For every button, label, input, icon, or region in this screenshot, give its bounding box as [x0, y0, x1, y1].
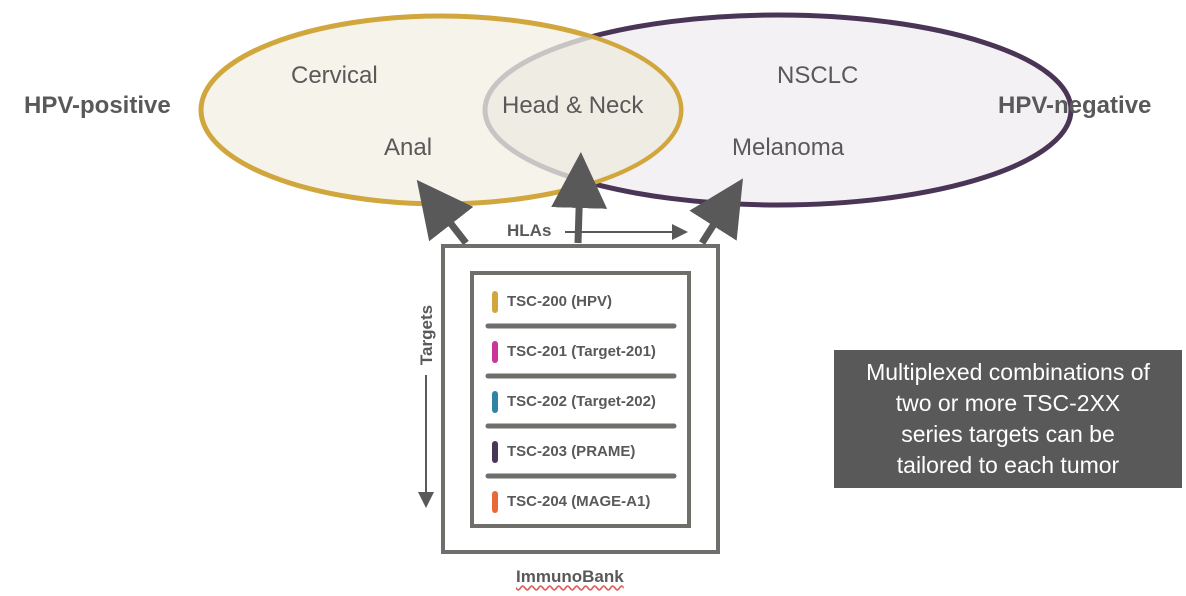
- targets-inner-box: [470, 271, 691, 528]
- arrow-to-hpv-positive: [416, 179, 474, 246]
- multiplex-callout: Multiplexed combinations of two or more …: [834, 350, 1182, 488]
- venn-label-cervical: Cervical: [291, 62, 378, 89]
- target-item-label: TSC-202 (Target-202): [507, 393, 656, 410]
- callout-text: Multiplexed combinations of two or more …: [866, 359, 1150, 478]
- venn-label-head-neck: Head & Neck: [502, 92, 644, 119]
- target-item-label: TSC-200 (HPV): [507, 293, 613, 310]
- hpv-positive-label: HPV-positive: [24, 92, 171, 119]
- target-item-label: TSC-203 (PRAME): [507, 443, 636, 460]
- overlap-fill: [485, 18, 679, 202]
- target-marks: [485, 291, 677, 513]
- targets-label: Targets: [417, 304, 436, 366]
- target-color-marker: [492, 341, 498, 363]
- hpv-negative-label: HPV-negative: [998, 92, 1152, 119]
- venn-label-melanoma: Melanoma: [732, 134, 845, 161]
- overlap-ellipse-arc: [482, 18, 679, 202]
- venn-label-nsclc: NSCLC: [777, 62, 859, 89]
- immunobank-label: ImmunoBank: [516, 567, 624, 586]
- arrow-to-head-neck: [551, 152, 608, 244]
- target-color-marker: [492, 291, 498, 313]
- target-color-marker: [492, 391, 498, 413]
- target-color-marker: [492, 491, 498, 513]
- venn-label-anal: Anal: [384, 134, 433, 161]
- target-item-label: TSC-201 (Target-201): [507, 343, 656, 360]
- target-color-marker: [492, 441, 498, 463]
- target-item-label: TSC-204 (MAGE-A1): [507, 493, 651, 510]
- hlas-label: HLAs: [507, 221, 552, 240]
- arrow-to-hpv-negative: [689, 178, 743, 245]
